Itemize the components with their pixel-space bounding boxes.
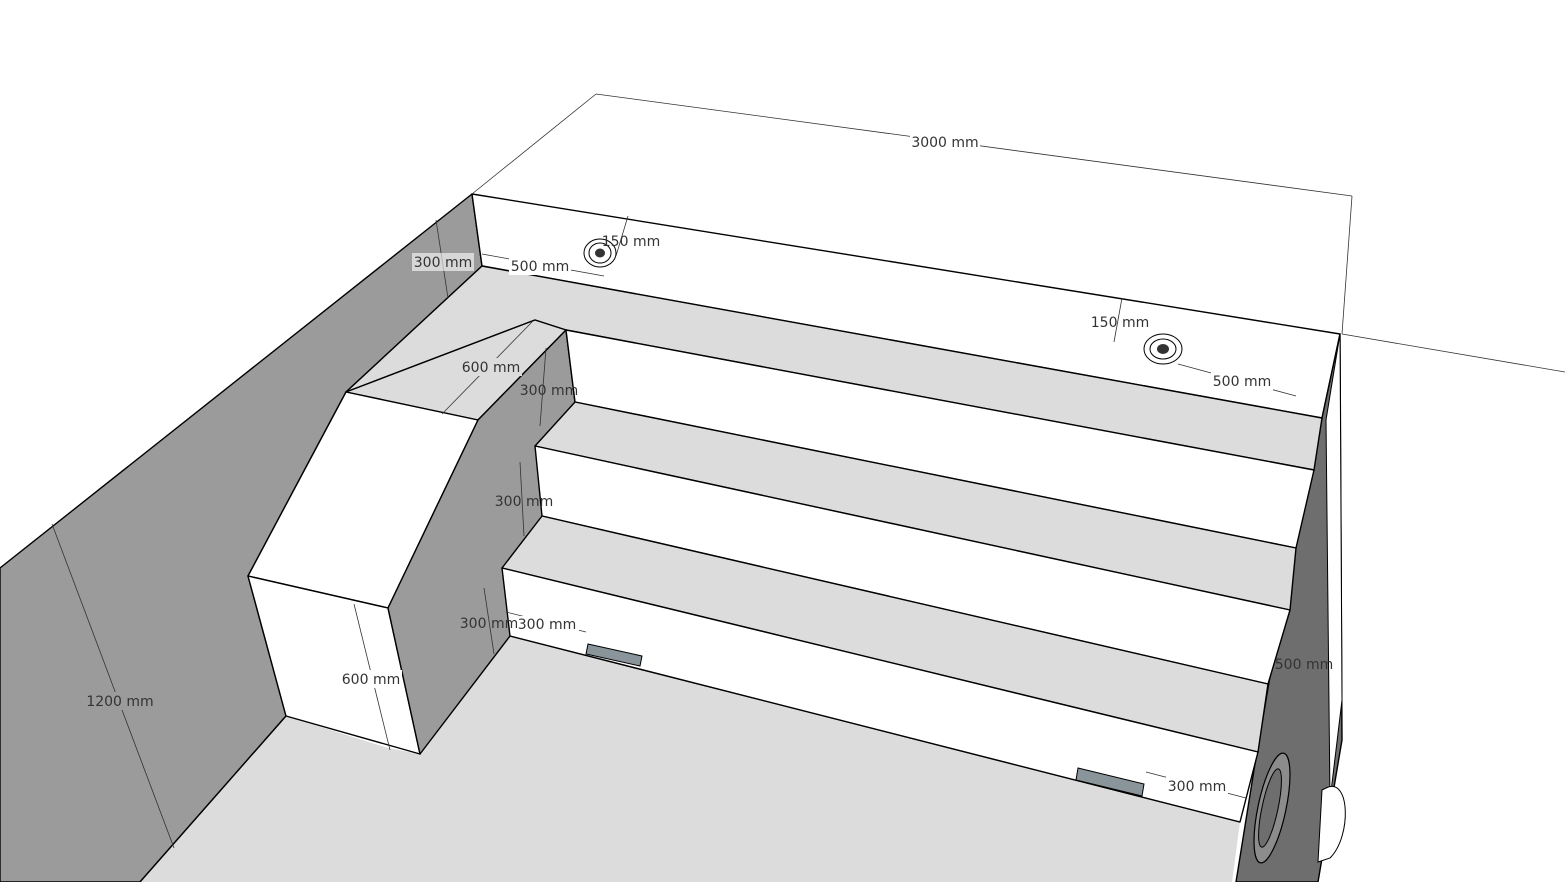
dim-step-rise-1: 300 mm	[520, 383, 578, 399]
dim-inlet-right-offset: 300 mm	[1168, 779, 1226, 795]
dim-pool-depth: 1200 mm	[86, 694, 153, 710]
dim-nozzle-left-offset: 500 mm	[511, 259, 569, 275]
dim-top-wall-height: 300 mm	[414, 255, 472, 271]
dim-bench-height: 600 mm	[342, 672, 400, 688]
inlet-right	[1075, 767, 1145, 797]
dim-inlet-left-offset: 300 mm	[518, 617, 576, 633]
dimension-labels: 3000 mm 300 mm 500 mm 150 mm 150 mm 500 …	[84, 133, 1333, 795]
dim-pool-length: 3000 mm	[911, 135, 978, 151]
pool-floor	[140, 636, 1240, 882]
dim-bench-depth: 600 mm	[462, 360, 520, 376]
right-wall-edge-strip	[1325, 333, 1343, 801]
dim-nozzle-left-depth: 150 mm	[602, 234, 660, 250]
stair-riser-3	[501, 567, 1259, 823]
dim-nozzle-right-offset: 500 mm	[1213, 374, 1271, 390]
dim-step-rise-3: 300 mm	[460, 616, 518, 632]
floor-edge-left	[139, 715, 287, 882]
nozzle-left-icon	[583, 238, 617, 268]
handrail-icon	[1253, 752, 1346, 864]
nozzle-right-icon	[1143, 333, 1183, 365]
dim-nozzle-right-depth: 150 mm	[1091, 315, 1149, 331]
inlet-left	[585, 643, 643, 667]
dim-step-rise-2: 300 mm	[495, 494, 553, 510]
dim-right-wall-offset: 500 mm	[1275, 657, 1333, 673]
